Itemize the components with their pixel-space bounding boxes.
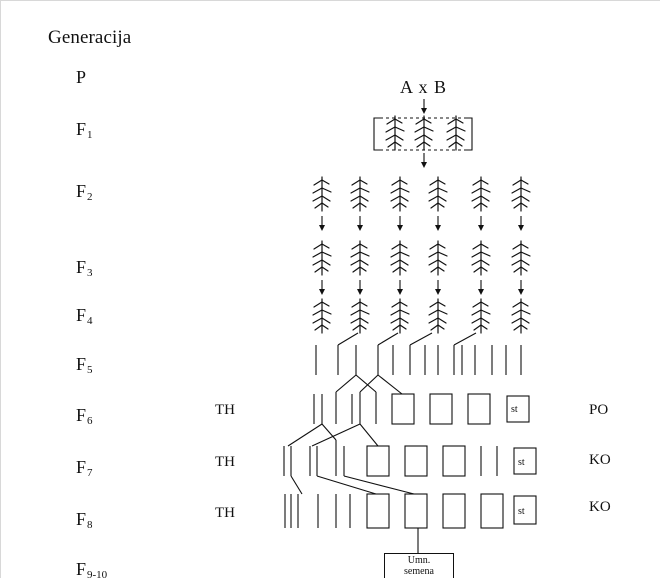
arrows-f3-f4 [318, 279, 525, 296]
right-label-f6: PO [589, 402, 609, 418]
f8-plot-1 [366, 493, 390, 529]
f5-lines [315, 345, 522, 375]
plant-f1-1 [385, 115, 405, 151]
generation-label-f9-10: F9-10 [76, 559, 108, 581]
th-label-f6: TH [215, 402, 235, 418]
f7-standard-plot [513, 447, 537, 475]
plant-f4-6 [511, 298, 531, 334]
plant-f2-4 [428, 176, 448, 212]
generation-label-f4: F4 [76, 305, 93, 327]
generation-label-f8: F8 [76, 509, 93, 531]
f7-standard-label: st [518, 457, 525, 468]
f6-standard-label: st [511, 404, 518, 415]
plant-f4-1 [312, 298, 332, 334]
f7-lines [283, 440, 345, 476]
arrows-f2-f3 [318, 215, 525, 232]
plant-f3-6 [511, 240, 531, 276]
lines-f4-f5 [337, 332, 477, 346]
f8-standard-label: st [518, 506, 525, 517]
plant-f2-5 [471, 176, 491, 212]
generation-label-f5: F5 [76, 354, 93, 376]
f7-plot-2 [404, 445, 428, 477]
plant-f2-3 [390, 176, 410, 212]
f6-plot-3 [467, 393, 491, 425]
plant-f4-3 [390, 298, 410, 334]
plant-f2-2 [350, 176, 370, 212]
seed-multiplication-box: Umn. semena [384, 553, 454, 578]
right-label-f7: KO [589, 452, 611, 468]
f8-plot-3 [442, 493, 466, 529]
plant-f3-1 [312, 240, 332, 276]
plant-f3-5 [471, 240, 491, 276]
plant-f4-4 [428, 298, 448, 334]
plant-f4-2 [350, 298, 370, 334]
plant-f4-5 [471, 298, 491, 334]
f6-lines [313, 392, 377, 424]
plant-f1-2 [414, 115, 434, 151]
plant-f2-1 [312, 176, 332, 212]
generation-label-p: P [76, 67, 87, 87]
plant-f3-3 [390, 240, 410, 276]
f6-standard-plot [506, 395, 530, 423]
th-label-f7: TH [215, 454, 235, 470]
plant-f2-6 [511, 176, 531, 212]
generation-label-f1: F1 [76, 119, 93, 141]
f8-plot-4 [480, 493, 504, 529]
f6-plot-1 [391, 393, 415, 425]
plant-f3-2 [350, 240, 370, 276]
parent-arrow [420, 98, 428, 115]
f7-plot-3 [442, 445, 466, 477]
seed-box-line-2: semena [404, 566, 434, 577]
f8-plot-2 [404, 493, 428, 529]
lines-f7-f8 [290, 475, 415, 495]
f6-plot-2 [429, 393, 453, 425]
generation-label-f7: F7 [76, 457, 93, 479]
parent-cross-label: A x B [400, 77, 448, 97]
plant-f1-3 [446, 115, 466, 151]
seed-box-line-1: Umn. [407, 555, 431, 566]
lines-f5-f6 [335, 374, 403, 395]
f8-lines [284, 494, 351, 528]
f1-arrow [420, 152, 428, 169]
generation-label-f3: F3 [76, 257, 93, 279]
f7-plot-1 [366, 445, 390, 477]
f8-standard-plot [513, 495, 537, 525]
generation-label-f6: F6 [76, 405, 93, 427]
right-label-f8: KO [589, 499, 611, 515]
plant-f3-4 [428, 240, 448, 276]
th-label-f8: TH [215, 505, 235, 521]
diagram-title: Generacija [48, 27, 132, 48]
generation-label-f2: F2 [76, 181, 93, 203]
lines-f6-f7 [287, 423, 379, 447]
f1-bracket [373, 117, 473, 151]
